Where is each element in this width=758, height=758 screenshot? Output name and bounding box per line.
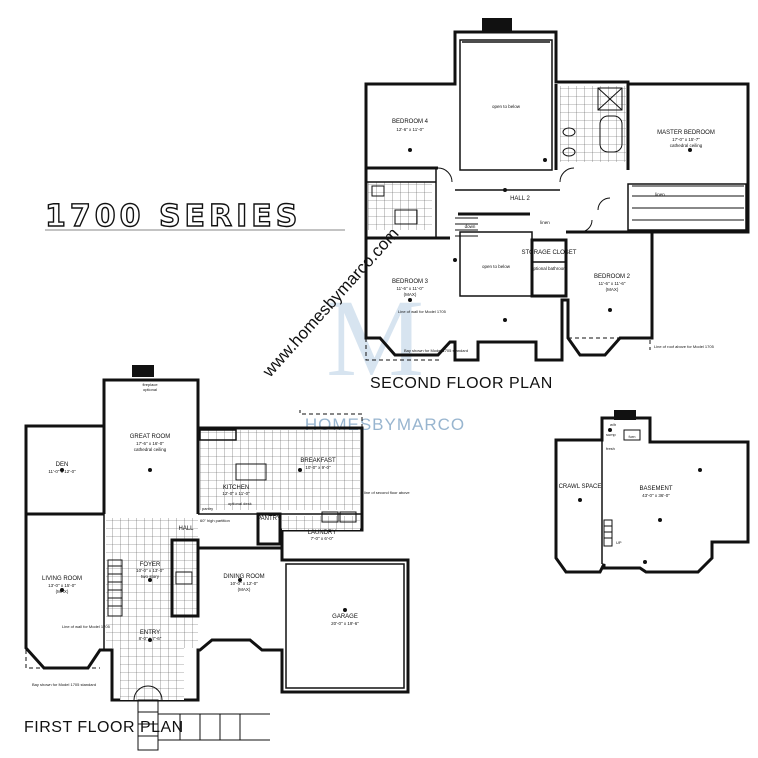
series-header: 1700 SERIES — [44, 198, 345, 235]
room-size: 8'-0" x 7'-6" — [139, 636, 162, 641]
room-label: STORAGE CLOSET — [522, 250, 577, 256]
first-floor-title: FIRST FLOOR PLAN — [24, 719, 184, 736]
room-label: HALL 2 — [510, 196, 530, 202]
room-label: open to below — [492, 104, 521, 109]
plan-note: Bay shown for Model 1705 standard — [404, 348, 468, 353]
room-size: 12'-6" x 11'-0" — [396, 127, 424, 132]
room-label: open to below — [482, 264, 511, 269]
room-label: w/h — [610, 422, 616, 427]
chimney-icon — [132, 365, 154, 377]
series-title: 1700 SERIES — [45, 199, 301, 234]
plan-note: 60" high partition — [200, 518, 230, 523]
room-note: two story — [141, 574, 160, 579]
room-extra: (MAX) — [606, 287, 619, 292]
chimney-icon — [482, 18, 512, 32]
room-extra: (MAX) — [404, 292, 417, 297]
room-size: 11'-6" x 11'-0" — [396, 286, 423, 291]
second-floor-title: SECOND FLOOR PLAN — [370, 375, 553, 392]
room-label: FOYER — [140, 562, 161, 568]
room-label: BASEMENT — [639, 486, 672, 492]
second-floor-plan: BEDROOM 4 12'-6" x 11'-0" open to below … — [364, 18, 750, 392]
watermark: M HOMESBYMARCO www.homesbymarco.com — [258, 224, 464, 434]
first-floor-plan: fireplace optional GREAT ROOM 17'-6" x 1… — [24, 365, 410, 751]
kitchen-island — [235, 463, 267, 481]
room-size: 10'-0" x 13'-0" — [136, 568, 164, 573]
room-label: GARAGE — [332, 614, 358, 620]
chimney-icon — [614, 410, 636, 420]
room-label: BEDROOM 4 — [392, 119, 429, 125]
room-size: 7'-0" x 6'-0" — [311, 536, 334, 541]
room-size: 11'-0" x 12'-0" — [48, 469, 76, 474]
room-size: 11'-6" x 11'-6" — [598, 281, 625, 286]
storage-closet — [530, 238, 568, 298]
ceiling-light-icons — [60, 468, 347, 642]
room-label: DEN — [56, 462, 69, 468]
room-label: DINING ROOM — [223, 574, 264, 580]
room-label: UP — [616, 540, 622, 545]
room-label: LAUNDRY — [308, 530, 337, 536]
room-size: 10'-0" x 12'-0" — [230, 581, 258, 586]
room-size: 12'-0" x 11'-0" — [222, 491, 250, 496]
room-label: linen — [540, 220, 550, 225]
room-label: LIVING ROOM — [42, 576, 82, 582]
room-label: HALL — [178, 526, 194, 532]
room-label: fresh — [606, 446, 615, 451]
room-label: linen — [655, 192, 665, 197]
open-to-below-top — [459, 39, 553, 171]
basement-plan: BASEMENT 43'-0" x 36'-0" CRAWL SPACE fur… — [554, 410, 750, 574]
room-label: furn — [629, 434, 636, 439]
room-size: 10'-0" x 9'-0" — [305, 465, 331, 470]
plan-note: Line of wall for Model 1705 — [62, 624, 111, 629]
room-label: fireplace — [142, 382, 158, 387]
room-note: optional bathroom — [531, 266, 567, 271]
plan-note: line of second floor above — [364, 490, 410, 495]
room-note: optional — [143, 387, 157, 392]
room-label: ENTRY — [140, 630, 160, 636]
room-label: down — [465, 224, 476, 229]
room-size: 17'-0" x 15'-7" — [672, 137, 700, 142]
room-note: cathedral ceiling — [670, 143, 703, 148]
room-label: BREAKFAST — [300, 458, 336, 464]
room-label: PANTRY — [257, 516, 281, 522]
plan-note: Bay shown for Model 1705 standard — [32, 682, 96, 687]
room-size: 17'-6" x 16'-0" — [136, 441, 164, 446]
room-note: cathedral ceiling — [134, 447, 167, 452]
room-extra: (MAX) — [238, 587, 251, 592]
room-size: 20'-0" x 19'-6" — [331, 621, 359, 626]
room-label: BEDROOM 2 — [594, 274, 631, 280]
room-size: 43'-0" x 36'-0" — [642, 493, 670, 498]
room-label: optional desk — [228, 501, 252, 506]
room-label: GREAT ROOM — [130, 434, 170, 440]
room-size: 13'-0" x 15'-0" — [48, 583, 76, 588]
room-label: BEDROOM 3 — [392, 279, 429, 285]
room-label: sump — [606, 432, 617, 437]
room-label: KITCHEN — [223, 485, 249, 491]
room-label: MASTER BEDROOM — [657, 130, 715, 136]
room-extra: (MAX) — [56, 589, 69, 594]
ceiling-light-icons — [408, 148, 692, 322]
room-label: pantry — [202, 506, 213, 511]
plan-note: Line of roof above for Model 1705 — [654, 344, 715, 349]
plan-note: Line of wall for Model 1705 — [398, 309, 447, 314]
room-label: CRAWL SPACE — [559, 484, 602, 490]
